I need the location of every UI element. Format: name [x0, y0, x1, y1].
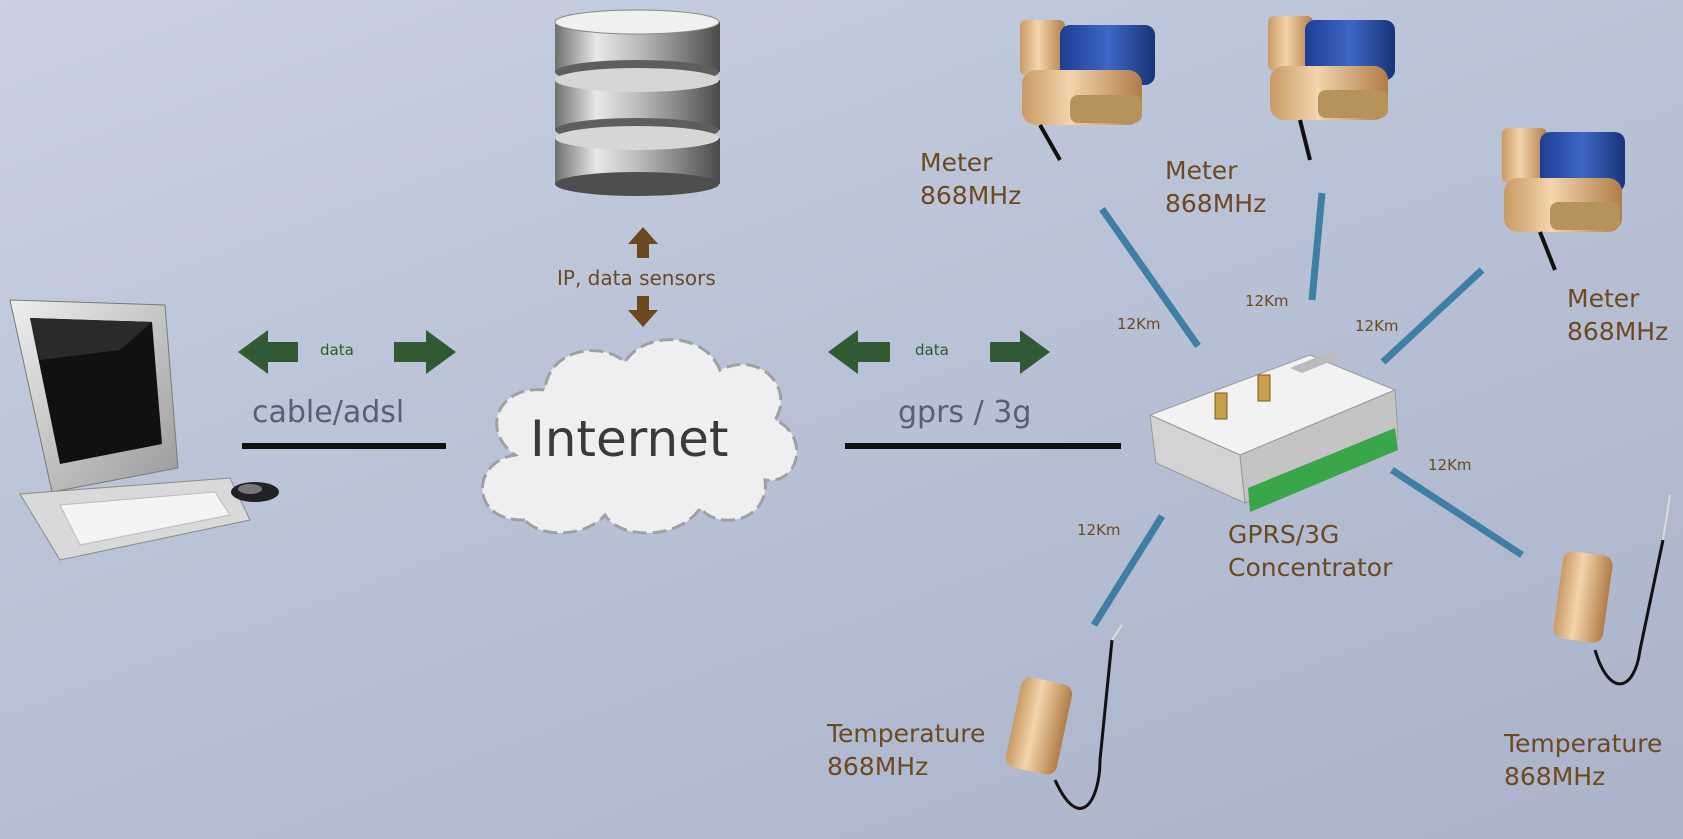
meter-3-label: Meter 868MHz — [1567, 282, 1668, 348]
temperature-1-label: Temperature 868MHz — [827, 717, 985, 783]
meter-2-label: Meter 868MHz — [1165, 154, 1266, 220]
ip-data-sensors-label: IP, data sensors — [557, 266, 716, 290]
meter-3-label-line1: Meter — [1567, 284, 1640, 313]
meter-3-label-line2: 868MHz — [1567, 317, 1669, 346]
gprs-3g-label: gprs / 3g — [898, 395, 1032, 430]
left-data-arrows-icon — [238, 330, 456, 374]
temperature-2-label-line2: 868MHz — [1504, 762, 1606, 791]
temperature-1-label-line2: 868MHz — [827, 752, 929, 781]
concentrator-label: GPRS/3G Concentrator — [1228, 518, 1392, 584]
radio-links — [1091, 192, 1524, 627]
temperature-1-label-line1: Temperature — [827, 719, 986, 748]
temperature-1-range-label: 12Km — [1077, 521, 1121, 539]
meter-1-label-line1: Meter — [920, 148, 993, 177]
radio-link-temp-1 — [1091, 514, 1165, 627]
meter-2-label-line1: Meter — [1165, 156, 1238, 185]
meter-2-label-line2: 868MHz — [1165, 189, 1267, 218]
meter-1-icon — [1020, 20, 1155, 161]
radio-link-temp-2 — [1390, 467, 1524, 558]
cable-adsl-line — [242, 443, 446, 449]
meter-3-range-label: 12Km — [1355, 317, 1399, 335]
temperature-2-range-label: 12Km — [1428, 456, 1472, 474]
database-icon — [554, 9, 720, 196]
left-data-label: data — [320, 341, 354, 359]
meter-1-label-line2: 868MHz — [920, 181, 1022, 210]
temperature-sensor-2-icon — [1553, 494, 1671, 686]
radio-link-meter-1 — [1099, 206, 1201, 349]
temperature-2-label: Temperature 868MHz — [1504, 727, 1662, 793]
meter-3-icon — [1502, 128, 1625, 271]
temperature-2-label-line1: Temperature — [1504, 729, 1663, 758]
right-data-arrows-icon — [828, 330, 1050, 374]
internet-cloud-icon — [480, 338, 799, 535]
up-down-arrow-icon — [628, 227, 658, 327]
gprs-3g-line — [845, 443, 1121, 449]
concentrator-label-line2: Concentrator — [1228, 553, 1393, 582]
concentrator-label-line1: GPRS/3G — [1228, 520, 1340, 549]
radio-link-meter-2 — [1308, 192, 1326, 301]
cable-adsl-label: cable/adsl — [252, 395, 405, 430]
computer-icon — [9, 299, 279, 561]
meter-1-range-label: 12Km — [1117, 315, 1161, 333]
radio-link-meter-3 — [1380, 267, 1485, 365]
internet-label: Internet — [530, 410, 729, 468]
right-data-label: data — [915, 341, 949, 359]
concentrator-icon — [1148, 352, 1399, 512]
temperature-sensor-1-icon — [1005, 624, 1123, 810]
meter-1-label: Meter 868MHz — [920, 146, 1021, 212]
meter-2-icon — [1268, 16, 1395, 161]
meter-2-range-label: 12Km — [1245, 292, 1289, 310]
